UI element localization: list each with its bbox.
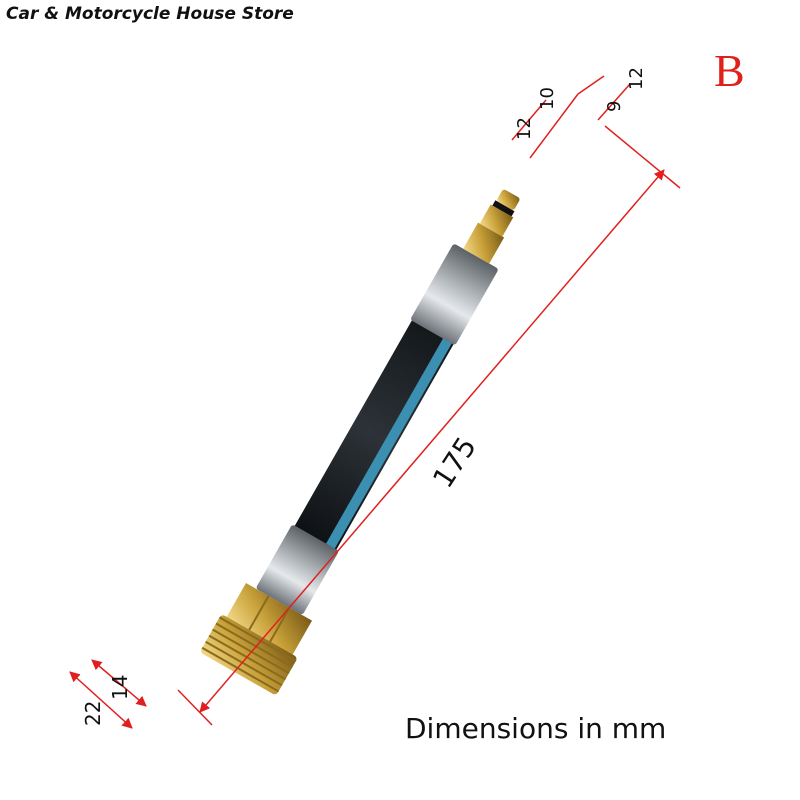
length-label: 175 — [426, 431, 483, 494]
tip-dimension-b — [597, 83, 631, 121]
plug-width-a-label: 12 — [514, 117, 535, 140]
dimension-lines — [69, 75, 681, 729]
inner-diameter-label: 14 — [108, 675, 132, 700]
plug-width-b-label: 10 — [537, 87, 558, 110]
store-name: Car & Motorcycle House Store — [6, 4, 294, 24]
tip-width-b-label: 12 — [626, 67, 647, 90]
plug-dimension-b — [529, 93, 579, 159]
length-dimension-line — [199, 169, 665, 713]
variant-letter: B — [714, 45, 745, 96]
tip-width-a-label: 9 — [604, 101, 625, 112]
outer-diameter-label: 22 — [81, 701, 105, 726]
plug-dimension-a — [511, 99, 547, 141]
units-caption: Dimensions in mm — [405, 712, 667, 745]
inner-diameter-line — [91, 659, 147, 707]
hose — [293, 318, 455, 552]
hose-assembly — [201, 189, 520, 695]
tip-dimension-a — [577, 75, 605, 95]
